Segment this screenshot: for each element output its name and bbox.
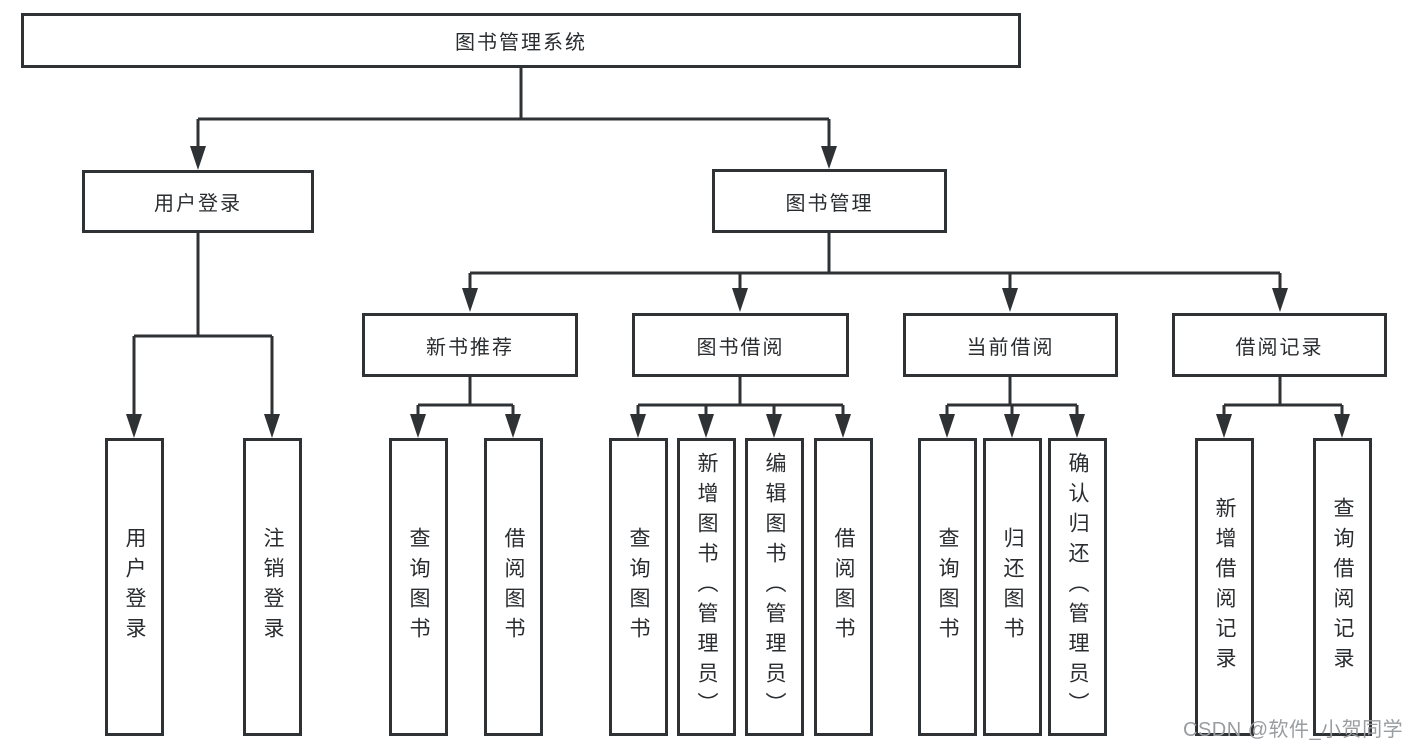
leaf-logout-label: 注销登录 — [261, 527, 284, 647]
leaf-edit-books-admin: 编辑图书（管理员） — [745, 438, 804, 736]
leaf-user-login-label: 用户登录 — [123, 527, 146, 647]
leaf-borrow-books-label: 借阅图书 — [832, 527, 855, 647]
leaf-recommend-borrow-books: 借阅图书 — [484, 438, 543, 736]
node-book-borrow-label: 图书借阅 — [696, 336, 785, 359]
leaf-borrow-query-books: 查询图书 — [609, 438, 668, 736]
leaf-borrow-books: 借阅图书 — [814, 438, 873, 736]
leaf-add-borrow-record-label: 新增借阅记录 — [1213, 497, 1236, 677]
leaf-confirm-return-admin: 确认归还（管理员） — [1048, 438, 1107, 736]
node-root-library-system: 图书管理系统 — [21, 13, 1021, 68]
node-book-borrow: 图书借阅 — [632, 313, 849, 377]
node-current-borrow: 当前借阅 — [903, 313, 1118, 377]
leaf-user-login: 用户登录 — [105, 438, 164, 736]
csdn-watermark: CSDN @软件_小贺同学 — [1183, 719, 1404, 741]
node-book-management-label: 图书管理 — [785, 192, 874, 215]
leaf-edit-books-admin-label: 编辑图书（管理员） — [763, 452, 786, 722]
leaf-add-books-admin-label: 新增图书（管理员） — [695, 452, 718, 722]
leaf-recommend-query-books: 查询图书 — [389, 438, 448, 736]
node-book-management: 图书管理 — [712, 169, 947, 233]
node-user-login: 用户登录 — [82, 170, 314, 233]
leaf-add-books-admin: 新增图书（管理员） — [677, 438, 736, 736]
node-new-book-recommend: 新书推荐 — [362, 313, 578, 377]
leaf-query-borrow-record-label: 查询借阅记录 — [1331, 497, 1354, 677]
leaf-return-books-label: 归还图书 — [1001, 527, 1024, 647]
leaf-logout: 注销登录 — [243, 438, 302, 736]
leaf-borrow-query-books-label: 查询图书 — [627, 527, 650, 647]
leaf-recommend-query-books-label: 查询图书 — [407, 527, 430, 647]
node-user-login-label: 用户登录 — [154, 193, 242, 215]
leaf-current-query-books: 查询图书 — [918, 438, 977, 736]
leaf-add-borrow-record: 新增借阅记录 — [1195, 438, 1254, 736]
leaf-confirm-return-admin-label: 确认归还（管理员） — [1066, 452, 1089, 722]
leaf-query-borrow-record: 查询借阅记录 — [1313, 438, 1372, 736]
leaf-recommend-borrow-books-label: 借阅图书 — [502, 527, 525, 647]
node-borrow-records: 借阅记录 — [1172, 313, 1387, 377]
leaf-current-query-books-label: 查询图书 — [936, 527, 959, 647]
node-new-book-recommend-label: 新书推荐 — [426, 336, 514, 359]
leaf-return-books: 归还图书 — [983, 438, 1042, 736]
arrowheads — [126, 146, 1350, 438]
node-borrow-records-label: 借阅记录 — [1235, 336, 1324, 359]
node-root-label: 图书管理系统 — [455, 32, 587, 54]
node-current-borrow-label: 当前借阅 — [966, 336, 1055, 359]
